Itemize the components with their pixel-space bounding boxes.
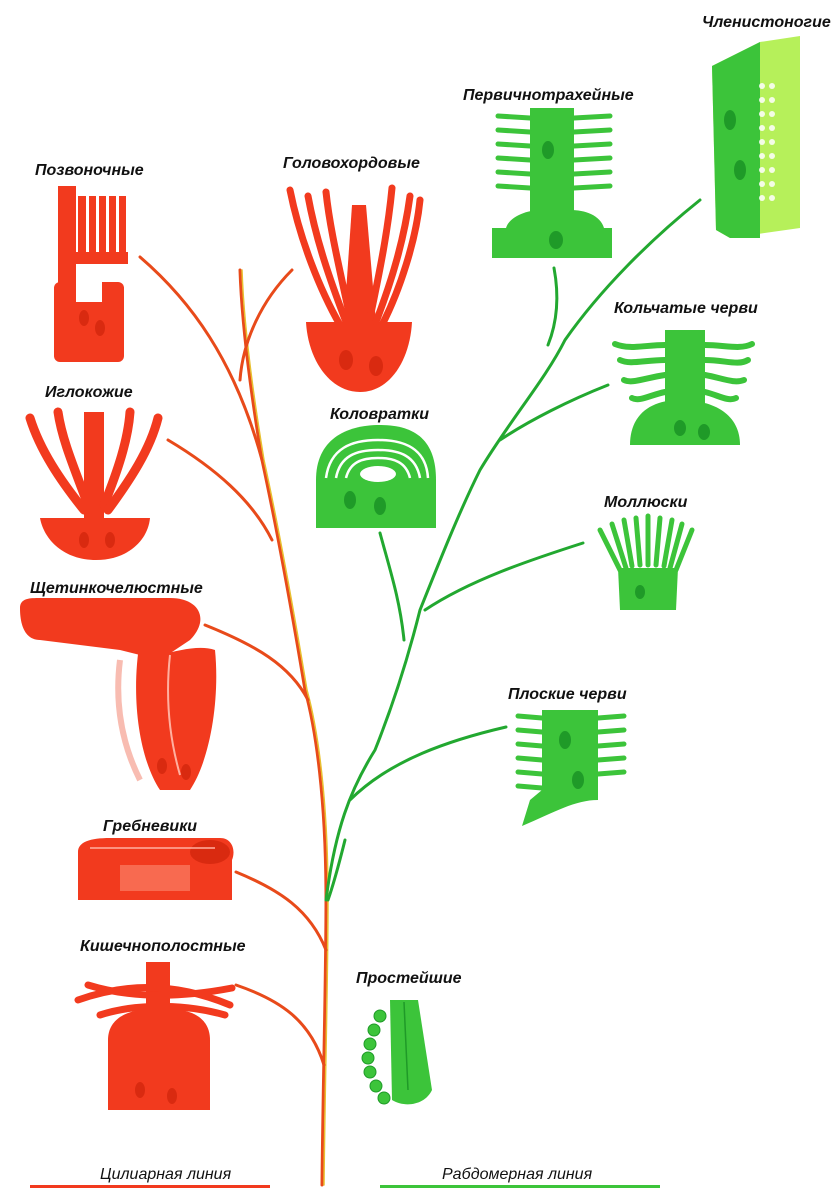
- legend-ciliary-line: [30, 1185, 270, 1188]
- label-arthropods: Членистоногие: [702, 14, 831, 32]
- label-cnidarians: Кишечнополостные: [80, 938, 246, 956]
- label-protozoa: Простейшие: [356, 970, 462, 988]
- rotifers-cell: [316, 425, 436, 528]
- label-rotifers: Коловратки: [330, 406, 429, 424]
- label-vertebrates: Позвоночные: [35, 162, 144, 180]
- cnidarians-cell: [78, 962, 232, 1110]
- protozoa-cell: [362, 1000, 432, 1104]
- branch-ctenophores: [236, 872, 326, 950]
- branch-echinoderms: [168, 440, 272, 540]
- label-echinoderms: Иглокожие: [45, 384, 133, 402]
- arthropods-cell: [712, 36, 800, 238]
- legend-rhabdomeric-label: Рабдомерная линия: [442, 1166, 592, 1184]
- label-ctenophores: Гребневики: [103, 818, 197, 836]
- onychophorans-cell: [492, 108, 612, 258]
- label-onychophorans: Первичнотрахейные: [463, 87, 634, 105]
- legend-ciliary-label: Цилиарная линия: [100, 1166, 231, 1184]
- molluscs-cell: [600, 516, 692, 610]
- ctenophores-cell: [78, 838, 234, 900]
- branch-onychophorans: [548, 268, 557, 345]
- branch-rotifers: [380, 533, 404, 640]
- branch-chaetognaths: [205, 625, 308, 700]
- annelids-cell: [615, 330, 752, 445]
- cephalochordates-cell: [290, 188, 420, 392]
- label-cephalochordates: Головохордовые: [283, 155, 420, 173]
- flatworms-cell: [518, 710, 624, 826]
- chaetognaths-cell: [20, 598, 216, 790]
- branch-flatworms: [350, 727, 506, 800]
- branch-molluscs: [425, 543, 583, 610]
- vertebrates-cell: [54, 186, 128, 362]
- branch-cnidarians: [236, 985, 324, 1065]
- legend-rhabdomeric-line: [380, 1185, 660, 1188]
- label-chaetognaths: Щетинкочелюстные: [30, 580, 203, 598]
- branch-annelids: [500, 385, 608, 440]
- label-molluscs: Моллюски: [604, 494, 687, 512]
- main-trunk: [240, 270, 326, 1185]
- label-annelids: Кольчатые черви: [614, 300, 758, 318]
- label-flatworms: Плоские черви: [508, 686, 627, 704]
- echinoderms-cell: [30, 412, 158, 560]
